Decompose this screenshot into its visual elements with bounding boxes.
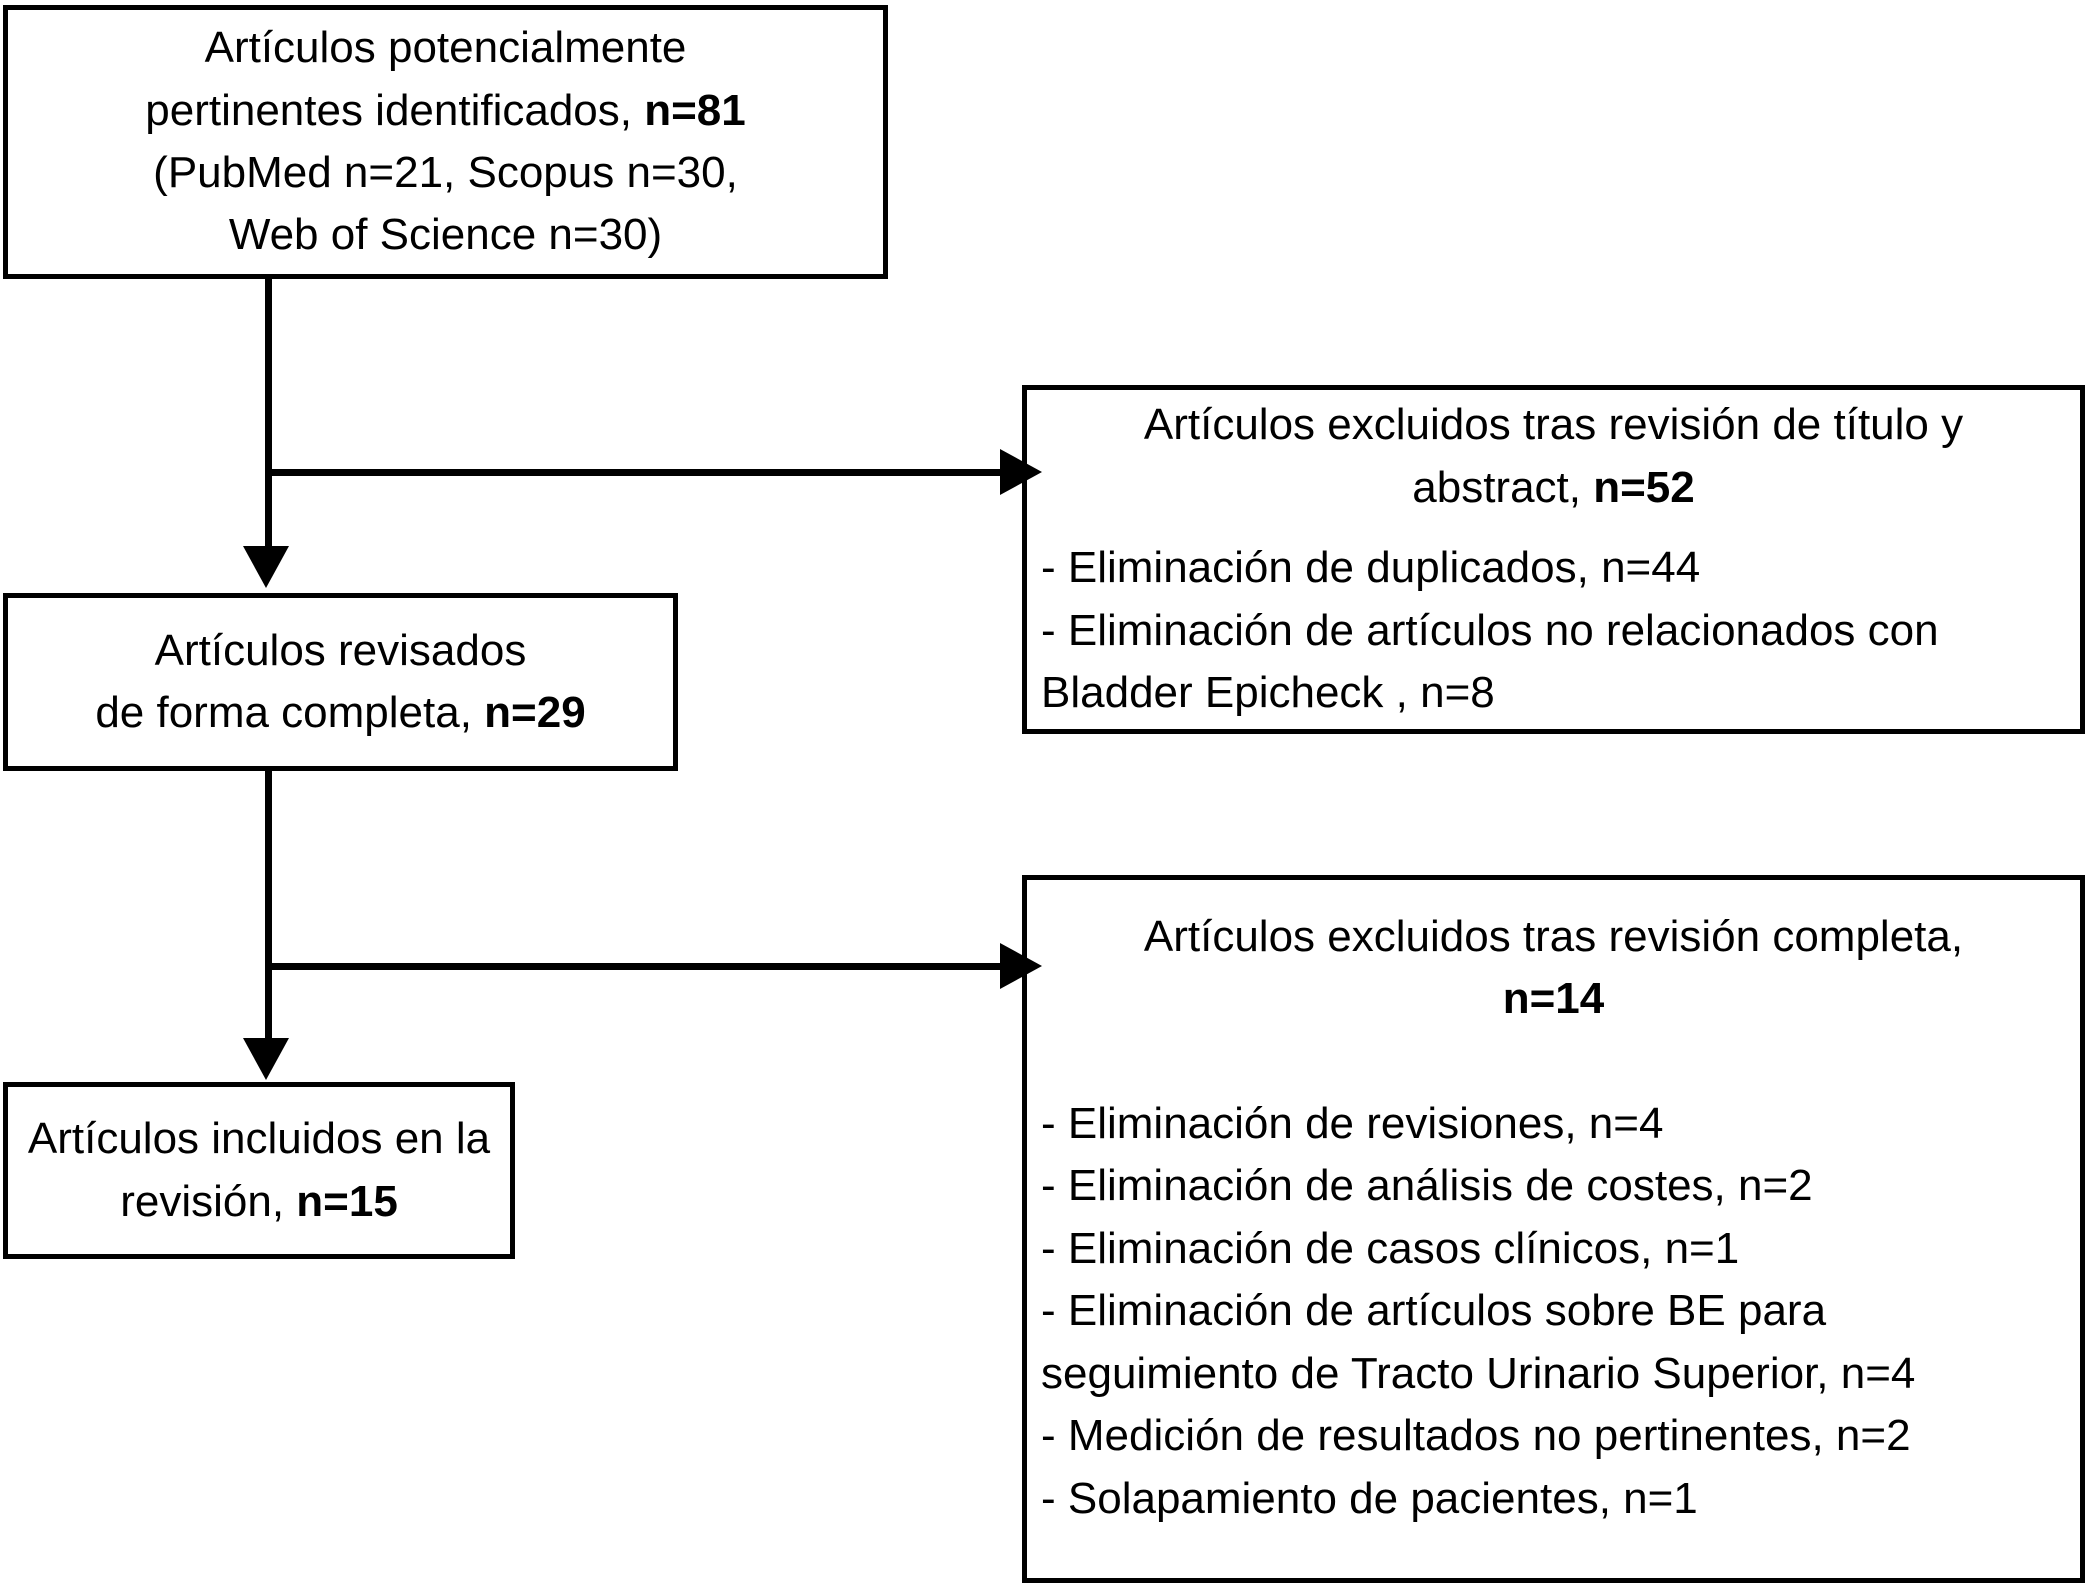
connector-reviewed-to-excluded-ft-arrowhead-icon bbox=[1000, 943, 1042, 989]
connector-identified-to-reviewed-line bbox=[265, 279, 272, 549]
box-excluidos-revision-completa-heading: Artículos excluidos tras revisión comple… bbox=[1143, 912, 1964, 1024]
connector-reviewed-to-included-line bbox=[265, 771, 272, 1041]
connector-identified-to-excluded-ta-line bbox=[265, 469, 1005, 476]
box-articulos-excluidos-revision-completa: Artículos excluidos tras revisión comple… bbox=[1022, 875, 2085, 1583]
box-excluidos-titulo-abstract-reasons: - Eliminación de duplicados, n=44- Elimi… bbox=[1041, 543, 1939, 718]
connector-reviewed-to-included-arrowhead-icon bbox=[243, 1038, 289, 1080]
connector-identified-to-reviewed-arrowhead-icon bbox=[243, 546, 289, 588]
box-excluidos-revision-completa-reasons: - Eliminación de revisiones, n=4- Elimin… bbox=[1041, 1098, 1916, 1523]
box-excluidos-titulo-abstract-heading: Artículos excluidos tras revisión de tít… bbox=[1143, 400, 1964, 512]
box-articulos-excluidos-titulo-abstract: Artículos excluidos tras revisión de tít… bbox=[1022, 385, 2085, 734]
connector-identified-to-excluded-ta-arrowhead-icon bbox=[1000, 449, 1042, 495]
connector-reviewed-to-excluded-ft-line bbox=[265, 963, 1005, 970]
